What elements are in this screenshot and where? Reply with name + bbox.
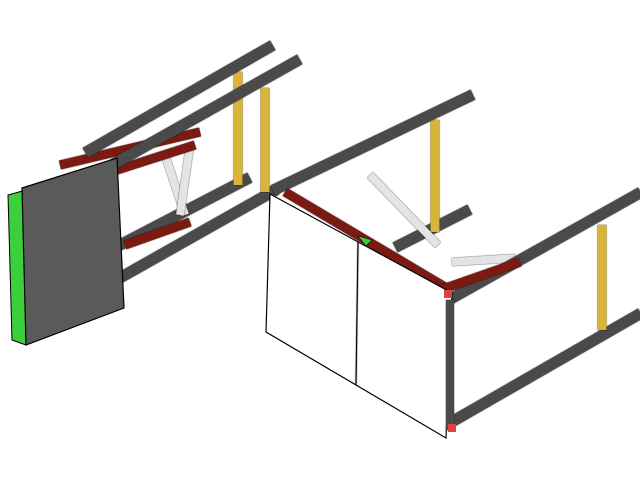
red-marker-bottom	[448, 424, 456, 432]
panel-seam	[355, 241, 359, 386]
lower-rails	[112, 172, 280, 283]
white-struts	[161, 144, 194, 217]
red-marker	[444, 290, 452, 298]
yellow-uprights-right	[430, 120, 607, 330]
left-assembly	[7, 40, 303, 346]
white-struts-right	[367, 172, 516, 266]
dark-panel	[21, 157, 125, 346]
upper-rails-right	[270, 89, 640, 310]
upper-rails	[82, 40, 303, 173]
white-panel	[265, 193, 453, 440]
right-assembly	[265, 89, 640, 440]
green-marker	[357, 235, 373, 247]
